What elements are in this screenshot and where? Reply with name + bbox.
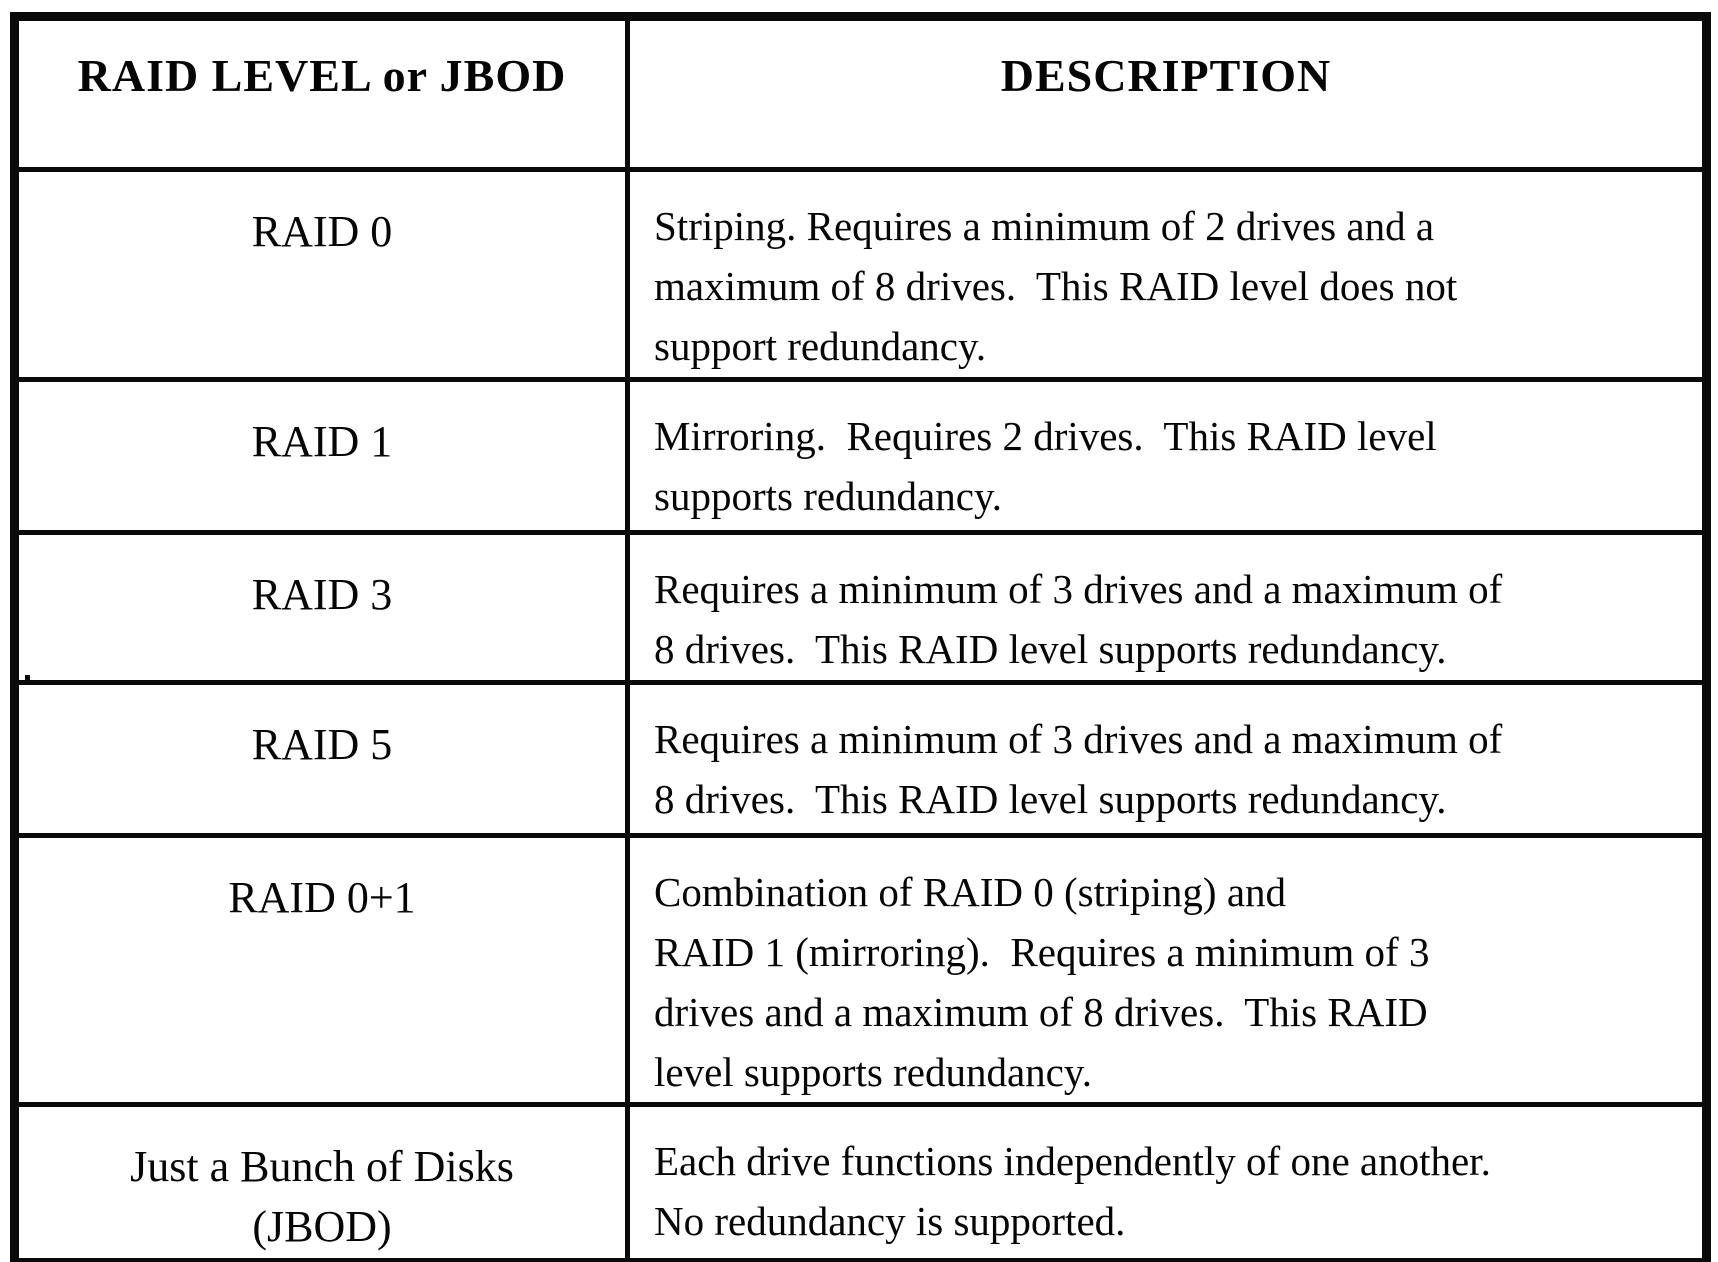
table-row: RAID 3 Requires a minimum of 3 drives an… [12, 530, 1709, 685]
table-row: Just a Bunch of Disks (JBOD) Each drive … [12, 1102, 1709, 1262]
raid-level-cell: RAID 5 [12, 680, 630, 838]
raid-level-cell: Just a Bunch of Disks (JBOD) [12, 1102, 630, 1262]
raid-level-cell: RAID 0+1 [12, 833, 630, 1107]
raid-level-cell: RAID 3 [12, 530, 630, 685]
raid-level-cell: RAID 1 [12, 377, 630, 535]
description-cell: Requires a minimum of 3 drives and a max… [625, 680, 1709, 838]
scan-artifact-dot [25, 675, 30, 680]
column-header-description: DESCRIPTION [625, 14, 1709, 172]
table-row: RAID 0+1 Combination of RAID 0 (striping… [12, 833, 1709, 1107]
document-page: RAID LEVEL or JBOD DESCRIPTION RAID 0 St… [0, 12, 1718, 1262]
description-cell: Requires a minimum of 3 drives and a max… [625, 530, 1709, 685]
raid-levels-table: RAID LEVEL or JBOD DESCRIPTION RAID 0 St… [10, 12, 1711, 1262]
table-row: RAID 1 Mirroring. Requires 2 drives. Thi… [12, 377, 1709, 535]
table-row: RAID 5 Requires a minimum of 3 drives an… [12, 680, 1709, 838]
table-header-row: RAID LEVEL or JBOD DESCRIPTION [12, 14, 1709, 172]
raid-level-cell: RAID 0 [12, 167, 630, 382]
description-cell: Each drive functions independently of on… [625, 1102, 1709, 1262]
column-header-raid-level: RAID LEVEL or JBOD [12, 14, 630, 172]
description-cell: Combination of RAID 0 (striping) and RAI… [625, 833, 1709, 1107]
description-cell: Striping. Requires a minimum of 2 drives… [625, 167, 1709, 382]
table-row: RAID 0 Striping. Requires a minimum of 2… [12, 167, 1709, 382]
description-cell: Mirroring. Requires 2 drives. This RAID … [625, 377, 1709, 535]
